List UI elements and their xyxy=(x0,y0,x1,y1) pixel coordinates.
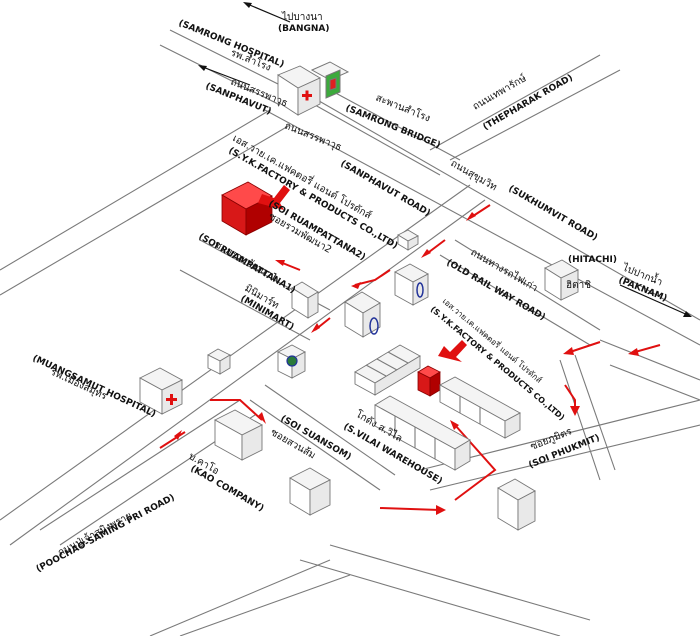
sanphavut-road-edge-b xyxy=(0,124,291,296)
old-railway-edge-b xyxy=(439,254,591,346)
route-arrowhead xyxy=(174,430,182,440)
road-network xyxy=(0,29,700,636)
syk-factory-main-building xyxy=(221,181,273,236)
muangsamut-hospital-building xyxy=(139,367,183,415)
soi-suansom-edge-a xyxy=(249,399,381,491)
label-sukhumvit-th: ถนนสุขุมวิท xyxy=(449,158,499,193)
to-sanphavut-arrow xyxy=(199,65,251,86)
label-muangsamut-en: (MUANGSAMUT HOSPITAL) xyxy=(31,354,157,420)
sanphavut-road-edge-a xyxy=(0,109,271,271)
middle-factory-pointer-arrow xyxy=(438,340,467,362)
bottom-building-left xyxy=(289,467,331,516)
hitachi-building xyxy=(544,259,579,301)
label-thepharak-en: (THEPHARAK ROAD) xyxy=(482,73,575,133)
route-segment-right-2 xyxy=(634,344,661,353)
warehouse-row-right xyxy=(439,376,521,439)
logo-box-building-3 xyxy=(276,344,306,379)
route-arrowhead xyxy=(466,212,476,221)
small-cube-building xyxy=(207,348,231,375)
bridge-edge-b xyxy=(314,104,441,176)
label-hitachi-en: (HITACHI) xyxy=(568,255,617,265)
sukhumvit-road-edge-a xyxy=(299,89,700,321)
logo-box-building-2 xyxy=(344,291,381,338)
buildings xyxy=(139,61,579,531)
route-segment-right-1 xyxy=(569,341,601,353)
main-diagonal-edge-b xyxy=(9,199,486,546)
route-arrowhead xyxy=(563,347,574,355)
label-bangna-th: ไปบางนา xyxy=(281,11,323,23)
lower-road-edge-b xyxy=(429,424,700,491)
bottom-road-edge-d xyxy=(179,574,351,636)
label-poochao-en: (POOCHAO-SAMING PRI ROAD) xyxy=(35,493,177,575)
logo-box-building xyxy=(394,263,429,306)
route-segment-3 xyxy=(354,269,391,286)
bottom-road-edge-b xyxy=(329,544,591,621)
factory-pointer-arrow xyxy=(258,185,290,210)
route-arrowhead xyxy=(351,282,361,289)
route-arrowhead xyxy=(258,412,266,424)
route-arrowhead xyxy=(436,505,446,515)
label-sukhumvit-en: (SUKHUMVIT ROAD) xyxy=(507,184,600,243)
soi-ruampattana1-edge xyxy=(179,269,311,341)
bangna-road-edge-b xyxy=(159,44,281,106)
label-kao-en: (KAO COMPANY) xyxy=(189,464,266,514)
minimart-building xyxy=(291,281,319,319)
thepharak-road-edge-a xyxy=(429,54,601,151)
label-hitachi-th: ฮิตาชิ xyxy=(566,280,591,291)
to-bangna-arrow xyxy=(244,2,291,23)
right-lane-b xyxy=(609,364,700,401)
route-arrowhead xyxy=(311,323,320,333)
small-building xyxy=(397,229,419,251)
route-arrowhead xyxy=(275,260,285,266)
kao-company-building xyxy=(214,409,263,461)
syk-factory-middle-building xyxy=(417,365,441,397)
route-arrowhead xyxy=(450,420,459,430)
soi-phukmit-edge-a xyxy=(559,359,601,481)
to-bangna-arrowhead xyxy=(243,2,252,8)
to-paknam-arrowhead xyxy=(683,311,692,317)
label-samrong-hospital-en: (SAMRONG HOSPITAL) xyxy=(177,19,286,71)
to-sanphavut-arrowhead xyxy=(198,65,207,71)
bottom-road-edge-a xyxy=(299,559,561,636)
direction-arrows xyxy=(198,2,692,317)
right-lane-a xyxy=(599,339,700,381)
route-segment-suansom xyxy=(210,399,263,421)
main-diagonal-edge-a xyxy=(0,184,471,521)
soi-suansom-edge-b xyxy=(264,384,396,476)
bottom-building-right xyxy=(497,478,536,531)
bangna-colored-building xyxy=(310,61,350,99)
label-sanphavut-road-th: ถนนสรรพาวุธ xyxy=(283,121,343,154)
old-railway-edge-a xyxy=(454,239,601,331)
route-arrowhead xyxy=(628,348,639,356)
route-arrowhead xyxy=(421,249,431,258)
thepharak-road-edge-b xyxy=(449,69,621,161)
sukhumvit-road-edge-b xyxy=(264,109,700,346)
soi-phukmit-edge-b xyxy=(574,354,616,471)
to-paknam-arrow xyxy=(619,284,691,317)
route-arrowhead xyxy=(570,406,580,416)
bottom-road-edge-c xyxy=(149,559,331,636)
route-segment-bottom xyxy=(379,507,441,511)
s-vilai-warehouse xyxy=(374,395,471,471)
label-old-railway-th: ถนนทางรถไฟเก่า xyxy=(469,246,540,294)
poochao-road-edge-a xyxy=(39,399,241,531)
bridge-edge-a xyxy=(329,89,461,161)
label-bangna-en: (BANGNA) xyxy=(278,24,329,34)
warehouse-row-upper xyxy=(354,344,421,396)
samrong-hospital-building xyxy=(277,65,321,116)
route-segment-poochao xyxy=(159,431,186,449)
red-route xyxy=(159,204,661,515)
